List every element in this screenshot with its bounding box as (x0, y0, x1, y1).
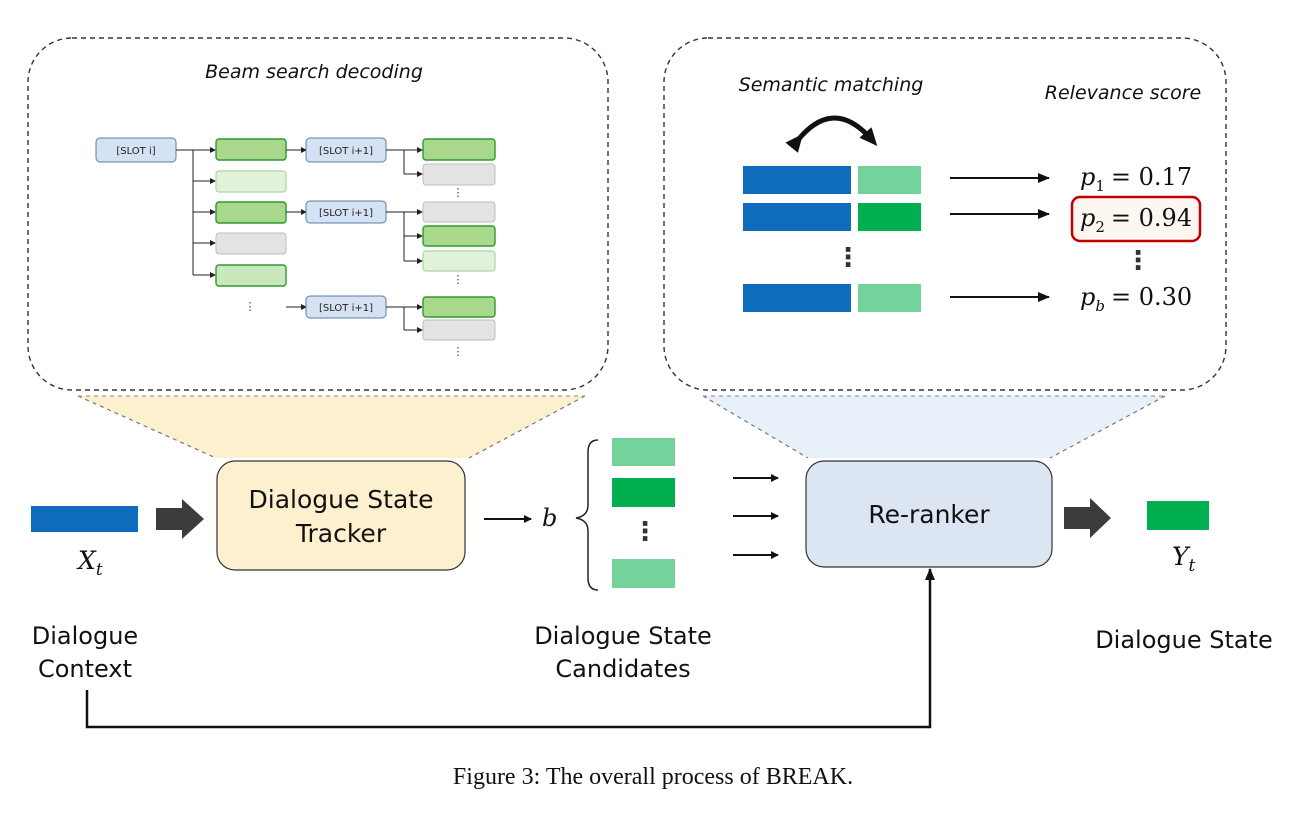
score-2: p2= 0.94 (1080, 204, 1192, 236)
beam-size-symbol: b (542, 504, 557, 532)
tracker-zoom-trapezoid (78, 396, 585, 458)
context-embedding-bar (743, 203, 851, 231)
candidate-embedding-bar (858, 203, 921, 231)
beam-candidate (215, 201, 287, 224)
beam-candidate (215, 170, 287, 193)
beam-candidate (422, 201, 496, 223)
beam-panel-title: Beam search decoding (205, 61, 423, 83)
candidates-dots: ⋮ (632, 517, 658, 547)
relevance-score-title: Relevance score (1045, 82, 1201, 104)
re-ranker-box (805, 460, 1053, 568)
score-b: pb= 0.30 (1080, 283, 1192, 315)
context-label-line1: Dialogue (32, 622, 138, 650)
semantic-matching-title: Semantic matching (739, 74, 924, 96)
candidate-bar (612, 559, 675, 588)
slot-next-label-3: [SLOT i+1] (319, 303, 373, 314)
reranker-zoom-trapezoid (703, 396, 1165, 458)
candidates-label-line1: Dialogue State (534, 622, 712, 650)
flow-arrow (1064, 498, 1111, 538)
beam-candidate (215, 232, 287, 255)
beam-candidate (422, 319, 496, 341)
context-embedding-bar (743, 284, 851, 312)
beam-tree: [SLOT i] ⋮ [SLOT i+1] ⋮ [SLOT i+1] (95, 137, 496, 358)
dialogue-context-bar (31, 506, 138, 532)
dialogue-state-bar (1147, 501, 1209, 530)
context-feedback-line (85, 568, 935, 729)
tracker-label-line2: Tracker (295, 519, 387, 548)
candidate-bar (612, 438, 675, 466)
figure-caption: Figure 3: The overall process of BREAK. (453, 764, 853, 790)
rows-dots: ⋮ (835, 243, 861, 273)
re-ranker-label: Re-ranker (868, 500, 990, 529)
beam-candidate (422, 225, 496, 247)
beam-candidate (422, 163, 496, 186)
slot-root-label: [SLOT i] (116, 146, 155, 157)
beam-candidate (422, 138, 496, 161)
beam-dots: ⋮ (453, 345, 464, 358)
flow-arrow (156, 499, 204, 539)
state-label: Dialogue State (1095, 626, 1273, 654)
candidate-embedding-bar (858, 166, 921, 194)
context-embedding-bar (743, 166, 851, 194)
slot-next-label-1: [SLOT i+1] (319, 146, 373, 157)
tracker-label-line1: Dialogue State (249, 485, 434, 514)
beam-candidate (215, 264, 287, 287)
output-symbol: Yt (1172, 542, 1196, 576)
beam-dots: ⋮ (453, 186, 464, 199)
score-dots: ⋮ (1125, 246, 1151, 276)
beam-candidate (215, 138, 287, 161)
beam-candidate (422, 296, 496, 318)
context-label-line2: Context (38, 655, 132, 683)
candidate-embedding-bar (858, 284, 921, 312)
beam-dots: ⋮ (453, 273, 464, 286)
best-score-highlight (1070, 195, 1202, 243)
beam-dots: ⋮ (245, 300, 256, 313)
dialogue-state-tracker-box (216, 460, 466, 571)
beam-candidate (422, 250, 496, 272)
score-1: p1= 0.17 (1080, 163, 1192, 195)
candidates-brace (575, 439, 599, 591)
candidate-bar (612, 478, 675, 507)
slot-next-label-2: [SLOT i+1] (319, 208, 373, 219)
input-symbol: Xt (76, 546, 103, 580)
candidates-label-line2: Candidates (555, 655, 690, 683)
semantic-matching-arrow (785, 115, 878, 153)
